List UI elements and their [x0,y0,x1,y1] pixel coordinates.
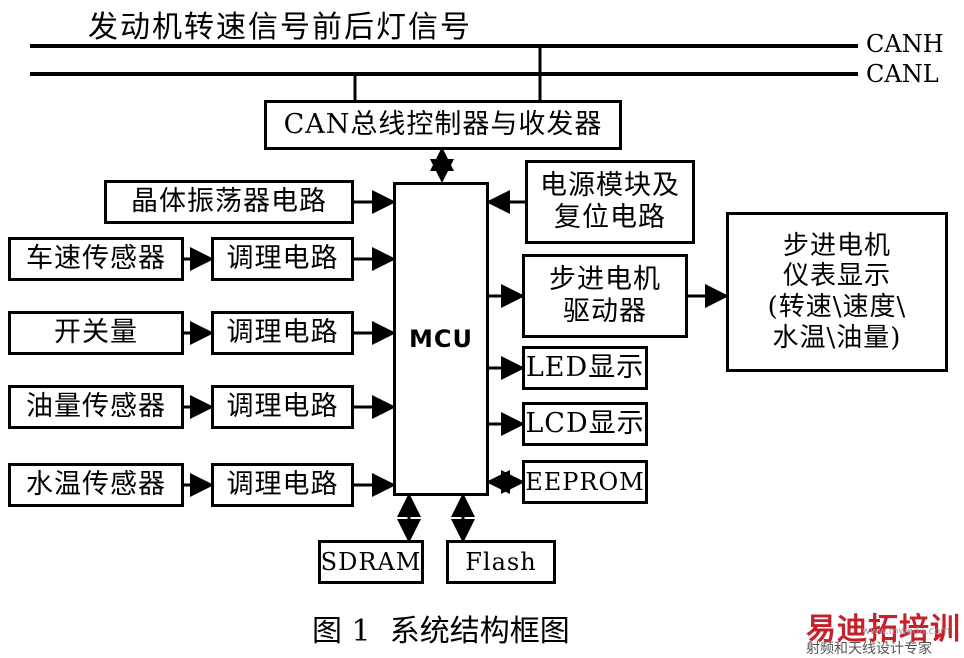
sensor-box-switch: 开关量 [8,311,184,355]
sensor-box-fuel: 油量传感器 [8,385,184,429]
sdram-box: SDRAM [318,540,424,584]
mcu-box: MCU [393,182,489,496]
sensor-box-water-temp: 水温传感器 [8,463,184,507]
canl-label: CANL [866,60,939,88]
lcd-display-box: LCD显示 [522,402,648,446]
conditioning-circuit-box: 调理电路 [211,237,354,281]
conditioning-circuit-box: 调理电路 [211,385,354,429]
stepper-driver-box: 步进电机 驱动器 [522,254,688,338]
header-signals-label: 发动机转速信号前后灯信号 [88,10,472,45]
watermark-brand: 易迪拓培训 [806,612,961,647]
watermark-site: www.mweda.com [862,626,950,637]
can-controller-box: CAN总线控制器与收发器 [264,100,622,150]
led-display-box: LED显示 [522,346,648,390]
canh-label: CANH [866,30,944,58]
eeprom-box: EEPROM [522,460,648,504]
conditioning-circuit-box: 调理电路 [211,463,354,507]
figure-caption: 图 1 系统结构框图 [312,614,570,649]
power-reset-box: 电源模块及 复位电路 [525,160,695,244]
crystal-oscillator-box: 晶体振荡器电路 [104,180,354,224]
watermark-slogan: 射频和天线设计专家 [806,641,932,657]
conditioning-circuit-box: 调理电路 [211,311,354,355]
sensor-box-vehicle-speed: 车速传感器 [8,237,184,281]
stepper-meter-display-box: 步进电机 仪表显示 (转速\速度\ 水温\油量) [726,212,948,372]
flash-box: Flash [446,540,556,584]
